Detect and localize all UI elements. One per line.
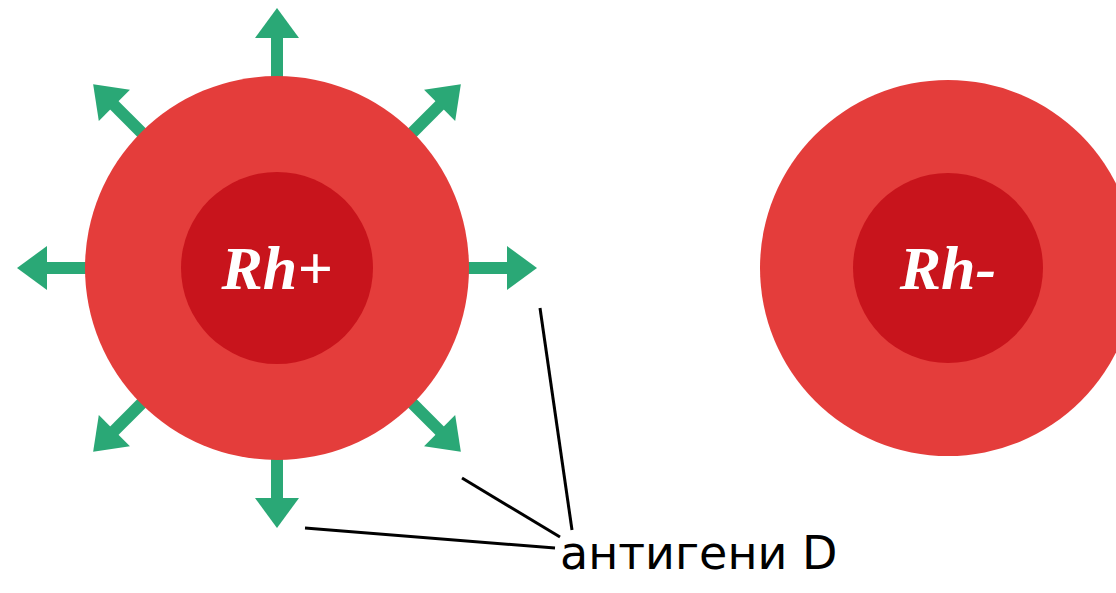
antigen-label: антигени D: [560, 530, 837, 576]
rh-label: Rh+: [221, 233, 332, 304]
rh-label: Rh-: [900, 233, 996, 304]
blood-cell: Rh+: [85, 76, 469, 460]
antigen-arrows: [17, 8, 537, 528]
blood-cell: Rh-: [760, 80, 1116, 456]
